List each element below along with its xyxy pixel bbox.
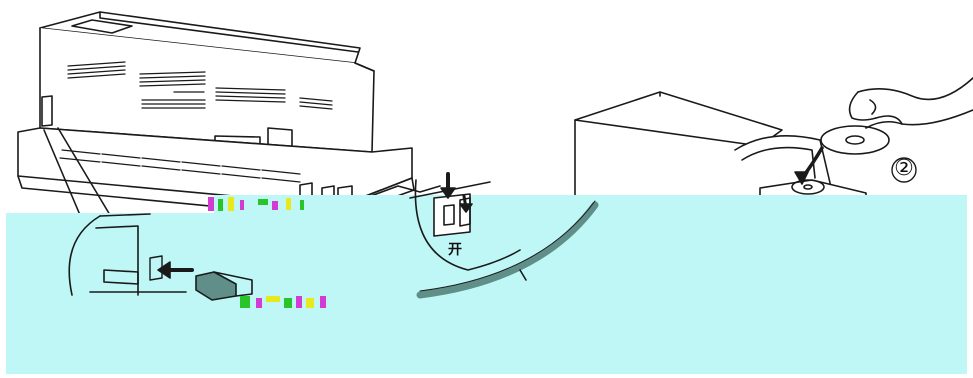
printer-illustration: [17, 11, 441, 219]
hand-holding-cd-illustration: [820, 77, 973, 155]
cd-disc-icon: [791, 179, 825, 195]
overlay-bands: [6, 195, 967, 374]
switch-on-label: 开: [448, 242, 462, 258]
step-marker-ring: [891, 157, 917, 183]
cable: [416, 201, 599, 299]
power-switch-detail-circle: [409, 172, 521, 271]
step-number-label: ②: [894, 156, 914, 181]
usb-detail-circle: [68, 213, 253, 301]
glitch-artifacts: [208, 197, 326, 308]
